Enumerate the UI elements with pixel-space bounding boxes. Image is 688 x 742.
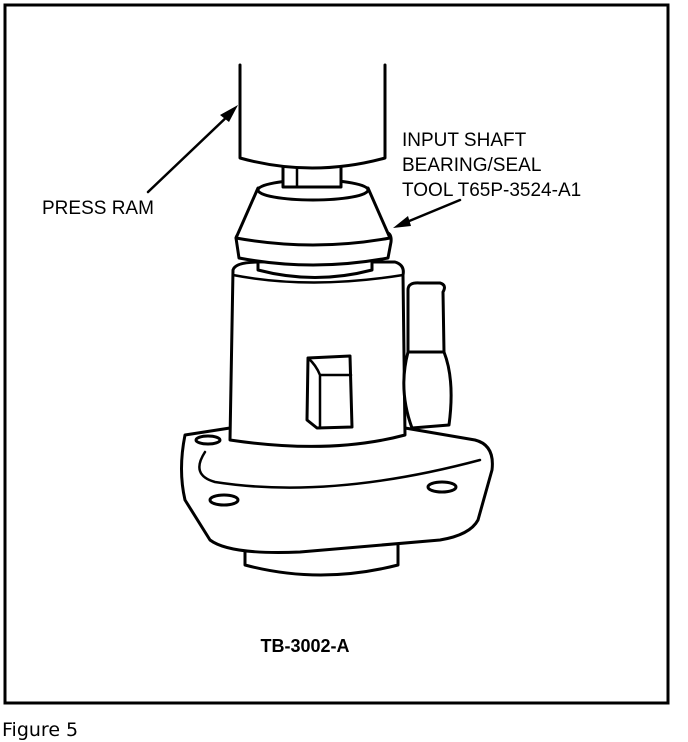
arrowhead-icon [393,216,411,228]
housing-drawing [180,256,494,577]
tool-label-line-2: BEARING/SEAL [402,155,541,176]
tool-label-line-3: TOOL T65P-3524-A1 [402,180,581,201]
press-ram-label: PRESS RAM [42,198,154,219]
tool-leader-line [400,198,462,226]
drawing-number: TB-3002-A [260,636,349,656]
arrowhead-icon [220,105,238,122]
figure-frame [3,3,670,705]
press-ram-drawing [238,63,387,170]
tool-drawing [234,163,393,267]
press-ram-leader-line [146,110,234,194]
tool-label-line-1: INPUT SHAFT [402,130,527,151]
figure-caption: Figure 5 [2,719,78,741]
callout-arrows [146,105,462,228]
